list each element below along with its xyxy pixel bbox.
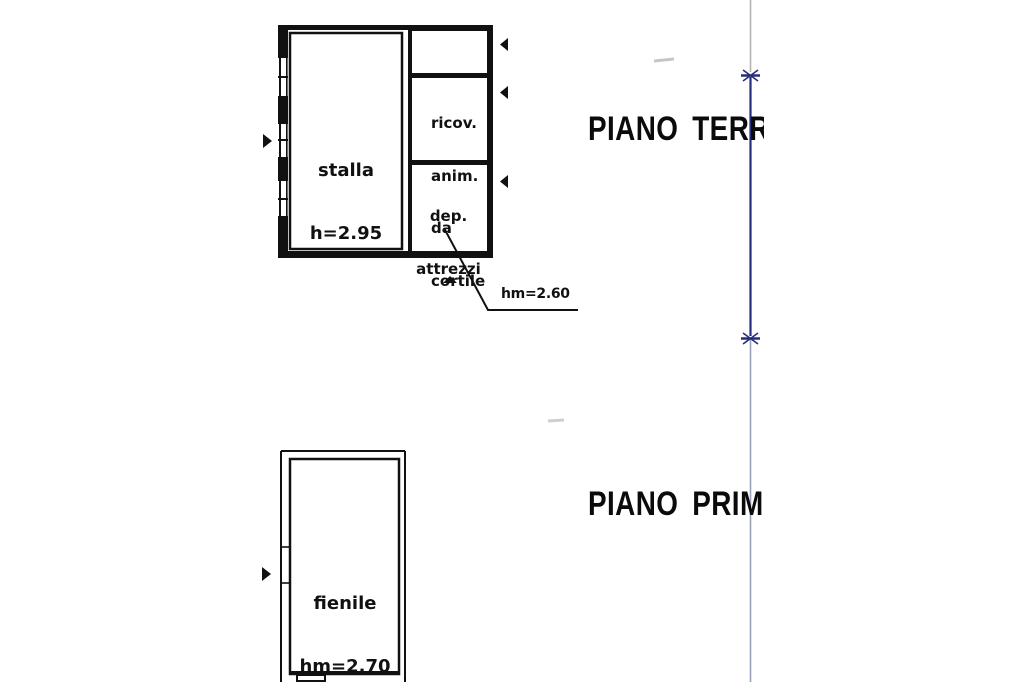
- ground-floor-plan: [263, 25, 578, 311]
- fold-tick-icon: [741, 332, 760, 345]
- fienile-bottom-wall: [290, 671, 399, 675]
- opening-marker-icon: [262, 567, 271, 581]
- first-floor-plan: [262, 450, 406, 682]
- ricovero-animali-label: ricov. anim. da cortile: [431, 80, 485, 325]
- ground-floor-title: PIANO TERRA: [588, 110, 764, 150]
- opening-marker-icon: [500, 175, 508, 188]
- fold-tick-icon: [741, 69, 760, 82]
- fienile-height: hm=2.70: [299, 656, 391, 677]
- stalla-label: stalla h=2.95: [290, 118, 402, 286]
- deposito-attrezzi-label: dep. attrezzi: [410, 173, 487, 313]
- annex-walls: [408, 25, 493, 258]
- deposito-line: dep.: [429, 207, 468, 225]
- ricovero-line: ricov.: [431, 114, 477, 132]
- first-floor-title: PIANO PRIMO: [588, 485, 764, 525]
- fienile-label: fienile hm=2.70: [290, 551, 400, 682]
- stalla-name: stalla: [318, 160, 374, 181]
- deposito-line: attrezzi: [416, 259, 481, 278]
- opening-marker-icon: [500, 38, 508, 51]
- height-annotation: hm=2.60: [501, 286, 570, 302]
- ricovero-line: cortile: [431, 271, 486, 290]
- scan-smudges: [547, 57, 675, 423]
- stalla-room: [288, 31, 404, 251]
- opening-marker-icon: [443, 276, 457, 283]
- ground-floor-title-text: PIANO TERRA: [588, 110, 764, 148]
- opening-marker-icon: [500, 86, 508, 99]
- fienile-walls: [280, 450, 406, 682]
- stalla-height: h=2.95: [309, 223, 383, 244]
- fienile-name: fienile: [313, 593, 377, 614]
- ricovero-line: da: [431, 219, 452, 237]
- fold-line: [741, 0, 760, 682]
- opening-marker-icon: [263, 134, 272, 148]
- ricovero-line: anim.: [431, 166, 479, 185]
- annotation-leader-line: [443, 227, 578, 311]
- door-notch: [296, 674, 326, 682]
- stalla-walls: [278, 25, 493, 258]
- first-floor-title-text: PIANO PRIMO: [588, 485, 764, 523]
